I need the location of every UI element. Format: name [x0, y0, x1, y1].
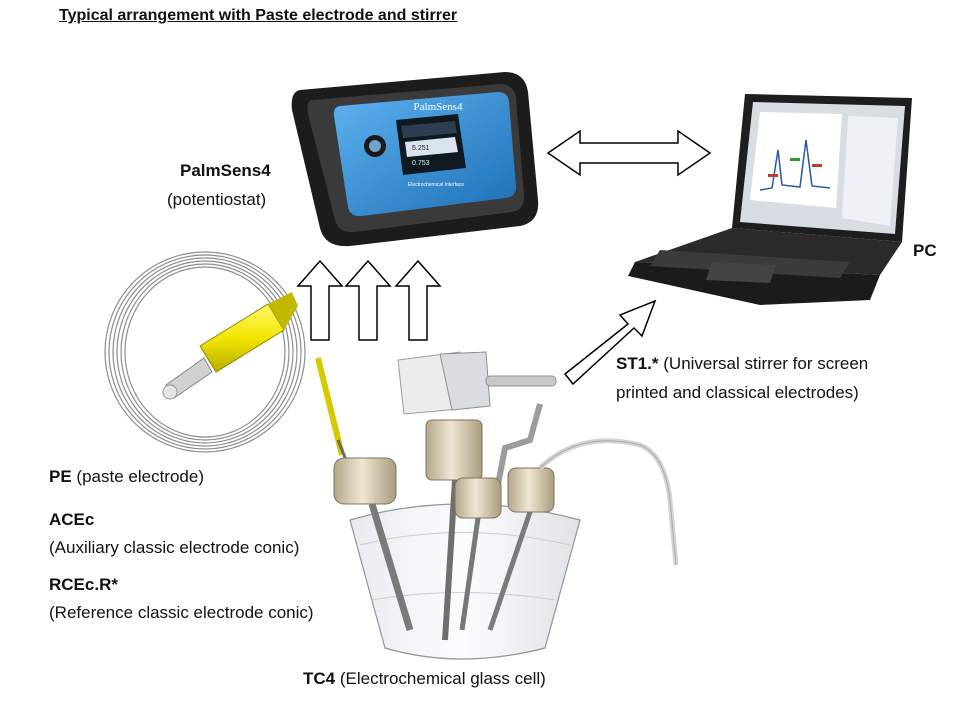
device-footer-text: Electrochemical Interface — [408, 182, 464, 188]
acec-desc-label: (Auxiliary classic electrode conic) — [49, 534, 299, 562]
palmsens-desc-label: (potentiostat) — [167, 186, 266, 214]
tc4-desc: (Electrochemical glass cell) — [335, 669, 546, 688]
rcec-name-label: RCEc.R* — [49, 571, 118, 599]
laptop-pc — [628, 94, 912, 305]
acec-name-label: ACEc — [49, 506, 94, 534]
pe-label: PE (paste electrode) — [49, 463, 204, 491]
pe-name: PE — [49, 467, 72, 486]
pe-desc: (paste electrode) — [72, 467, 204, 486]
st1-label: ST1.* (Universal stirrer for screen — [616, 350, 868, 378]
rcec-desc-label: (Reference classic electrode conic) — [49, 599, 314, 627]
st1-desc-line2: printed and classical electrodes) — [616, 379, 859, 407]
palmsens4-device: PalmSens4 5.251 0.753 Electrochemical In… — [292, 72, 539, 246]
glass-cell-tc4 — [350, 504, 580, 659]
tc4-name: TC4 — [303, 669, 335, 688]
palmsens-name-label: PalmSens4 — [180, 157, 271, 185]
up-arrows-electrodes-to-device — [298, 261, 440, 340]
device-reading-1: 5.251 — [412, 145, 430, 152]
tc4-label: TC4 (Electrochemical glass cell) — [303, 665, 546, 693]
device-reading-2: 0.753 — [412, 160, 430, 167]
st1-name: ST1.* — [616, 354, 659, 373]
device-brand-text: PalmSens4 — [414, 101, 463, 113]
st1-desc-line1: (Universal stirrer for screen — [659, 354, 869, 373]
double-arrow-device-pc — [548, 131, 710, 175]
pc-label: PC — [913, 237, 937, 265]
